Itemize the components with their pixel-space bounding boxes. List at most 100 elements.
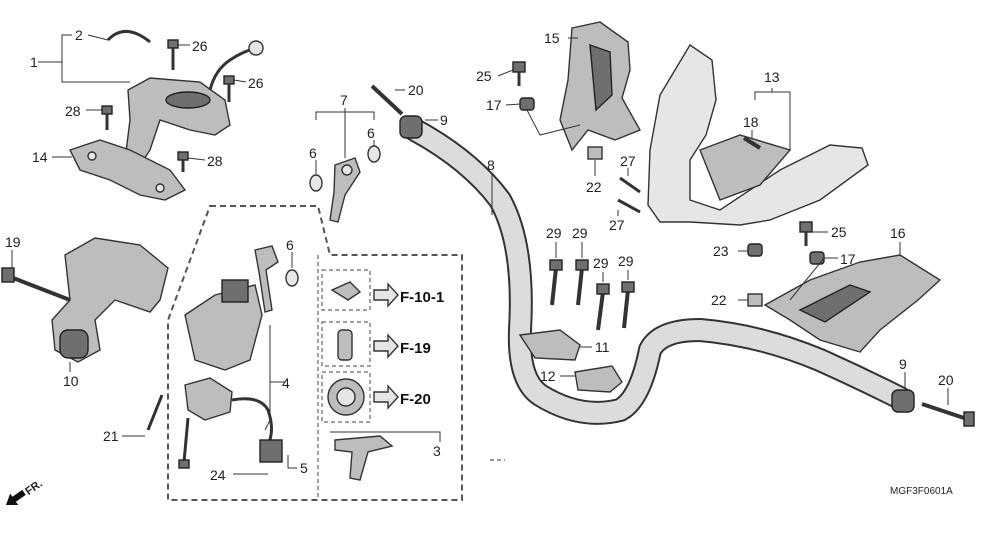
holder-plate-part <box>69 139 187 201</box>
bolt-29d-part <box>622 289 630 329</box>
callout-17a: 17 <box>486 97 502 113</box>
callout-6b: 6 <box>367 125 375 141</box>
screw-20b-part <box>921 402 971 422</box>
callout-17b: 17 <box>840 251 856 267</box>
callout-2: 2 <box>75 27 83 43</box>
key-hole <box>341 164 353 176</box>
damper-rubber-part <box>59 329 89 359</box>
handlebar-assembly: 20 9 8 11 12 9 20 <box>370 82 975 427</box>
grommet-17b-part <box>809 251 825 265</box>
bolt-29b-part <box>576 267 584 306</box>
fuel-cap-lock-part <box>330 281 362 301</box>
bolt-19-head <box>1 267 15 283</box>
callout-29d: 29 <box>618 253 634 269</box>
key-part <box>329 157 361 223</box>
bolt-28b-part <box>177 151 189 172</box>
callout-3: 3 <box>433 443 441 459</box>
arrow-f19 <box>373 333 399 359</box>
key-assembly: 7 6 6 <box>309 92 381 223</box>
plate-hole-b <box>155 183 165 193</box>
o-ring-6a-part <box>309 174 323 192</box>
screw-27a-part <box>619 176 641 194</box>
handlebar-cover-assembly: 15 25 17 22 27 27 13 18 25 23 17 22 16 <box>476 21 942 353</box>
holder-bolts-29: 29 29 29 29 <box>546 225 635 331</box>
callout-24: 24 <box>210 467 226 483</box>
callout-11: 11 <box>595 339 610 355</box>
cover-inner <box>699 134 792 201</box>
ref-f10: F-10-1 <box>400 289 444 306</box>
ignition-key-part <box>254 245 279 313</box>
callout-14: 14 <box>32 149 48 165</box>
callout-26a: 26 <box>192 38 208 54</box>
screw-24-part <box>182 417 190 463</box>
callout-28b: 28 <box>207 153 223 169</box>
callout-6c: 6 <box>286 237 294 253</box>
bolt-29a-head <box>549 259 563 271</box>
bolt-26a-part <box>167 39 179 70</box>
front-indicator: FR. <box>6 478 45 505</box>
screw-20a-part <box>370 84 404 116</box>
bolt-29b-head <box>575 259 589 271</box>
screw-25a-part <box>512 61 526 86</box>
callout-20a: 20 <box>408 82 424 98</box>
handlebar-pipe-fill <box>405 120 910 423</box>
callout-15: 15 <box>544 30 560 46</box>
callout-28a: 28 <box>65 103 81 119</box>
callout-29c: 29 <box>593 255 609 271</box>
bolt-28a-part <box>101 105 113 130</box>
pin-18-part <box>742 136 762 150</box>
nut-23-part <box>747 243 763 257</box>
o-ring-6c-part <box>285 269 299 287</box>
screw-20b-head <box>963 411 975 427</box>
callout-27a: 27 <box>620 153 636 169</box>
callout-9b: 9 <box>899 356 907 372</box>
callout-21: 21 <box>103 428 119 444</box>
callout-8: 8 <box>487 157 495 173</box>
bolt-29a-part <box>550 267 558 306</box>
clip-22a-part <box>587 146 603 160</box>
ignition-cylinder-part <box>221 279 249 303</box>
callout-16: 16 <box>890 225 906 241</box>
side-cover-stripe <box>798 284 872 323</box>
callout-6a: 6 <box>309 145 317 161</box>
callout-19: 19 <box>5 234 21 250</box>
screw-21-part <box>146 394 164 431</box>
snap-ring-part <box>106 30 151 44</box>
callout-4: 4 <box>282 375 290 391</box>
bolt-19-part <box>7 274 71 302</box>
callout-9a: 9 <box>440 112 448 128</box>
key-set-part <box>334 435 394 481</box>
grommet-17a-part <box>519 97 535 111</box>
front-cover-13-part <box>647 44 869 226</box>
upper-holder-assembly: 1 2 26 26 28 28 14 <box>30 27 264 201</box>
callout-12: 12 <box>540 368 556 384</box>
callout-27b: 27 <box>609 217 625 233</box>
callout-1: 1 <box>30 54 38 70</box>
lock-set-box: 4 5 24 21 6 <box>103 205 463 501</box>
bolt-29c-head <box>596 283 610 295</box>
holder-cap-12-part <box>574 365 623 393</box>
holder-cap-11-part <box>518 329 581 361</box>
callout-10: 10 <box>63 373 79 389</box>
front-arrow-icon <box>6 489 26 505</box>
seat-lock-cylinder-part <box>337 329 353 361</box>
bracket-window <box>589 43 613 112</box>
plate-hole-a <box>87 151 97 161</box>
connector-ring-part <box>248 40 264 56</box>
arrow-f10 <box>373 282 399 308</box>
bolt-29c-part <box>596 291 605 331</box>
screw-25b-part <box>799 221 813 246</box>
seat-lock-part <box>184 377 233 421</box>
holder-lens-part <box>165 91 211 109</box>
callout-25b: 25 <box>831 224 847 240</box>
callout-5: 5 <box>300 460 308 476</box>
diagram-code: MGF3F0601A <box>890 486 953 497</box>
clip-22b-part <box>747 293 763 307</box>
callout-22a: 22 <box>586 179 602 195</box>
seat-lock-cable <box>231 397 273 446</box>
bolt-29d-head <box>621 281 635 293</box>
callout-20b: 20 <box>938 372 954 388</box>
callout-7: 7 <box>340 92 348 108</box>
reference-box: F-10-1 F-19 F-20 3 <box>321 269 505 481</box>
